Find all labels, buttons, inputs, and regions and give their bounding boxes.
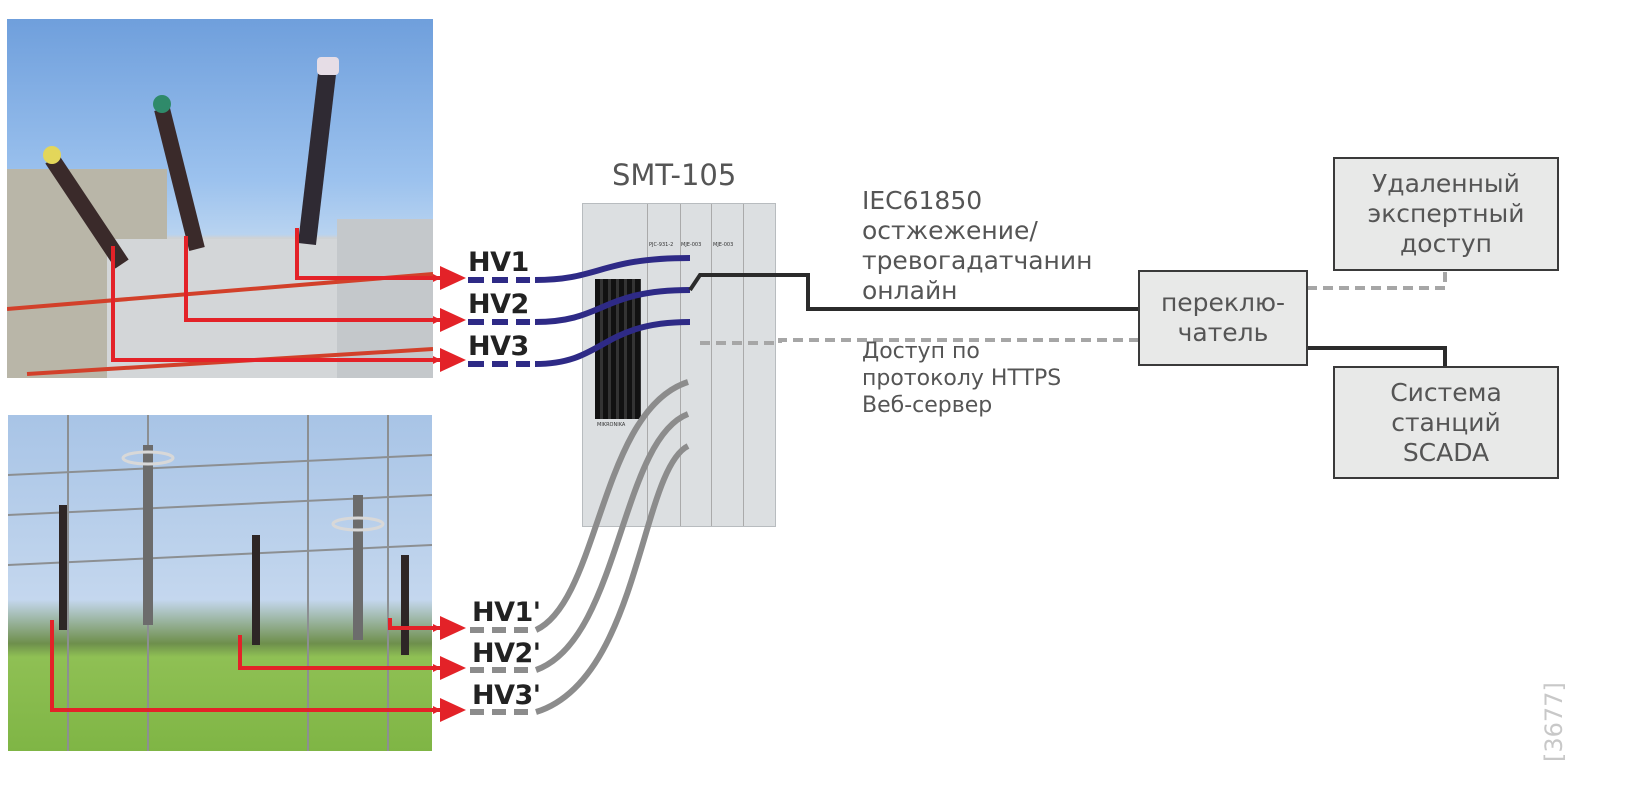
module-slot-1 (679, 204, 712, 526)
bushing-1 (45, 154, 129, 269)
red-arrow-hv3 (111, 246, 441, 364)
iec61850-link (688, 273, 1139, 311)
switch-node: переклю- чатель (1138, 270, 1308, 366)
arrowhead-hv3p (440, 698, 466, 722)
module-label-1: PJC-931-2 (649, 242, 674, 248)
label-hv1-prime: HV1' (472, 597, 541, 628)
arrowhead-hv2 (440, 308, 466, 332)
arrowhead-hv1p (440, 616, 466, 640)
scada-station-node: Система станций SCADA (1333, 366, 1559, 479)
hv2p-cable (534, 411, 690, 673)
label-hv1: HV1 (468, 247, 529, 278)
device-title: SMT-105 (612, 158, 737, 192)
label-hv3: HV3 (468, 331, 529, 362)
arrowhead-hv2p (440, 656, 466, 680)
bushing-2 (154, 107, 205, 251)
switchyard-illustration (8, 415, 432, 751)
module-slot-cpu (647, 204, 681, 526)
module-label-3: MJE-003 (713, 242, 734, 248)
iec61850-label: IEC61850 остжежение/ тревогадатчанин онл… (862, 186, 1093, 305)
bushing-3 (298, 72, 336, 246)
red-arrow-hv1p (388, 618, 441, 632)
module-slot-2 (711, 204, 744, 526)
remote-expert-access-node: Удаленный экспертный доступ (1333, 157, 1559, 271)
remote-access-link (1307, 270, 1447, 290)
label-hv3-prime: HV3' (472, 680, 541, 711)
https-label: Доступ по протоколу HTTPS Веб-сервер (862, 339, 1062, 418)
hv2-cable (534, 287, 691, 325)
red-arrow-hv2 (184, 236, 441, 324)
red-arrow-hv1 (295, 228, 441, 282)
hv1-cable (534, 255, 691, 283)
transformer-illustration (7, 57, 433, 378)
arrowhead-hv1 (440, 266, 466, 290)
power-transformer-photo (7, 19, 433, 378)
label-hv2-prime: HV2' (472, 638, 541, 669)
hv1p-cable (534, 379, 689, 633)
module-label-2: MJE-003 (681, 242, 702, 248)
brand-label: MIKRONIKA (597, 422, 626, 428)
hv3-cable (534, 319, 691, 367)
label-hv2: HV2 (468, 289, 529, 320)
scada-link (1307, 346, 1447, 367)
red-arrow-hv2p (238, 635, 441, 672)
red-arrow-hv3p (50, 620, 441, 714)
https-link (700, 338, 1139, 345)
substation-switchyard-photo (8, 415, 432, 751)
arrowhead-hv3 (440, 348, 466, 372)
watermark: [3677] (1540, 682, 1568, 762)
hv3p-cable (535, 443, 690, 715)
